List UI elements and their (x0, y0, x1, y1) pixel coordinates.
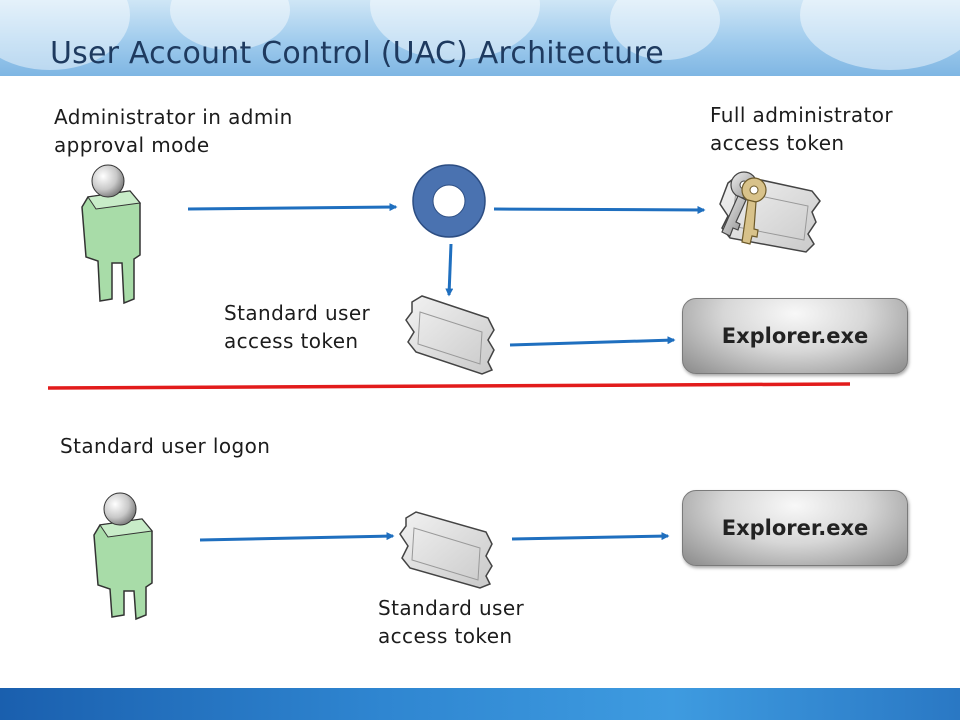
explorer-exe-bottom: Explorer.exe (682, 490, 908, 566)
full-token-label: Full administrator access token (710, 101, 893, 157)
full-token-label-line1: Full administrator (710, 103, 894, 127)
arrow-ring-to-standard-token (445, 243, 454, 297)
arrow-token-to-explorer-bottom (511, 532, 670, 541)
admin-user-label-line1: Administrator in admin (54, 105, 293, 129)
standard-logon-label: Standard user logon (60, 434, 271, 458)
standard-token-top-icon (405, 295, 495, 375)
admin-user-icon (81, 164, 141, 305)
arrow-admin-to-ring (187, 203, 398, 212)
full-token-label-line2: access token (710, 131, 845, 155)
arrow-user-to-standard-token (199, 532, 395, 542)
standard-token-bottom-icon (399, 511, 493, 589)
standard-token-bottom-label-line1: Standard user (378, 596, 525, 620)
explorer-exe-top: Explorer.exe (682, 298, 908, 374)
standard-token-top-label-line1: Standard user (224, 301, 371, 325)
footer-band (0, 688, 960, 720)
standard-token-bottom-label-line2: access token (378, 624, 513, 648)
standard-token-bottom-label: Standard user access token (378, 594, 524, 650)
arrow-token-to-explorer-top (509, 336, 676, 347)
admin-user-label: Administrator in admin approval mode (54, 103, 293, 159)
token-split-ring-icon (412, 164, 486, 238)
admin-user-label-line2: approval mode (54, 133, 210, 157)
arrow-ring-to-full-token (493, 205, 706, 214)
header-band (0, 0, 960, 76)
standard-user-icon (93, 492, 153, 621)
standard-token-top-label-line2: access token (224, 329, 359, 353)
divider-line (47, 382, 851, 390)
standard-token-top-label: Standard user access token (224, 299, 370, 355)
page-title: User Account Control (UAC) Architecture (50, 36, 664, 71)
keys-icon (721, 171, 767, 245)
